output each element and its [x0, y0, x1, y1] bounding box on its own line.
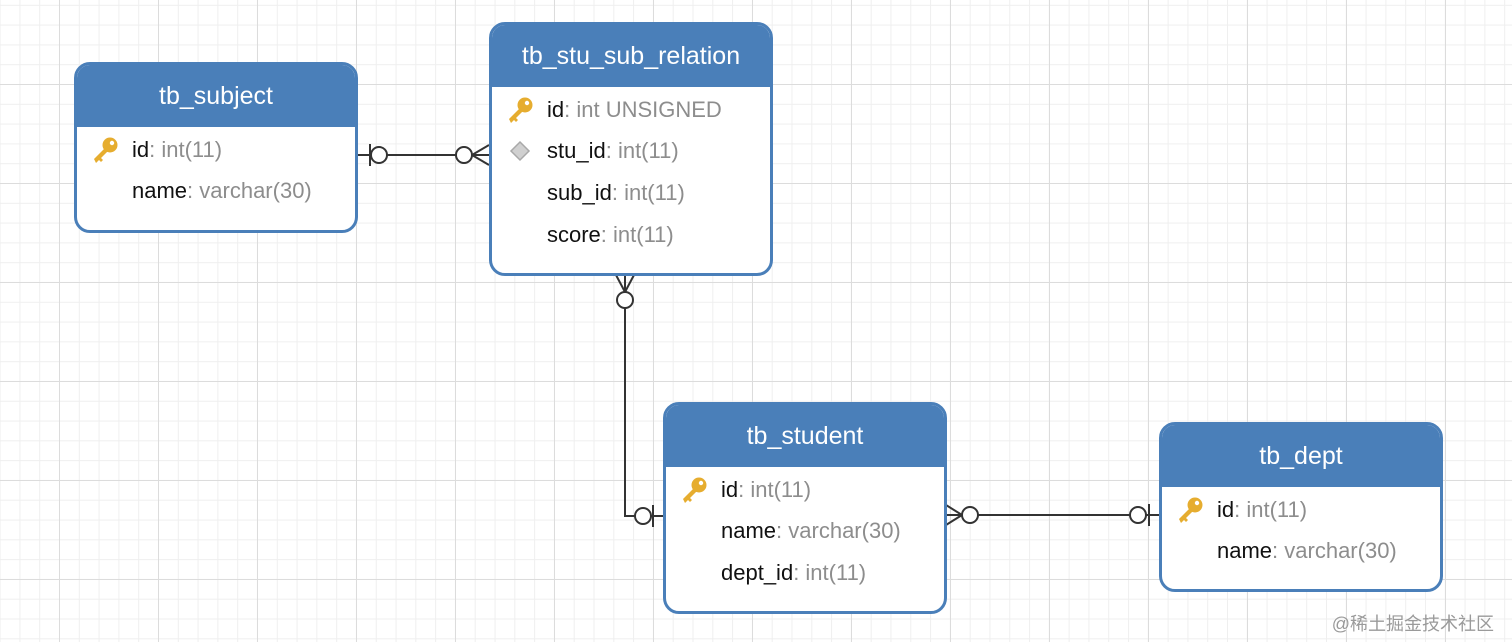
column-row[interactable]: id: int(11)	[1162, 489, 1440, 531]
column-row[interactable]: name: varchar(30)	[1162, 531, 1440, 573]
table-title: tb_dept	[1259, 441, 1343, 470]
column-row[interactable]: name: varchar(30)	[666, 511, 944, 553]
column-type: : int(11)	[1234, 496, 1308, 522]
column-list: id: int(11) name: varchar(30) dept_id: i…	[666, 467, 944, 594]
column-type: : int(11)	[605, 138, 679, 164]
connector-relation-student[interactable]	[615, 274, 663, 527]
table-tb-subject[interactable]: tb_subject id: int(11) name: varchar(30)	[74, 62, 358, 233]
diamond-icon	[492, 140, 547, 162]
connector-subject-relation[interactable]	[358, 144, 490, 166]
column-type: : varchar(30)	[776, 518, 901, 544]
table-header[interactable]: tb_subject	[77, 65, 355, 127]
column-type: : varchar(30)	[187, 178, 312, 204]
column-name: dept_id	[721, 559, 794, 585]
column-type: : int(11)	[793, 559, 867, 585]
key-icon	[1162, 495, 1217, 525]
watermark: @稀土掘金技术社区	[1331, 614, 1494, 634]
column-row[interactable]: dept_id: int(11)	[666, 552, 944, 594]
column-name: name	[132, 178, 188, 204]
table-title: tb_student	[746, 421, 864, 450]
column-row[interactable]: name: varchar(30)	[77, 171, 355, 213]
column-name: id	[132, 136, 150, 162]
column-row[interactable]: sub_id: int(11)	[492, 172, 770, 214]
column-row[interactable]: stu_id: int(11)	[492, 131, 770, 173]
table-tb-student[interactable]: tb_student id: int(11) name: varchar(30)…	[663, 402, 947, 614]
key-icon	[77, 135, 132, 165]
column-name: name	[721, 518, 777, 544]
table-header[interactable]: tb_dept	[1162, 425, 1440, 487]
table-header[interactable]: tb_stu_sub_relation	[492, 25, 770, 87]
column-name: stu_id	[547, 138, 606, 164]
column-type: : varchar(30)	[1272, 538, 1397, 564]
column-name: id	[547, 96, 565, 122]
column-type: : int UNSIGNED	[564, 96, 722, 122]
key-icon	[666, 475, 721, 505]
column-list: id: int(11) name: varchar(30)	[1162, 487, 1440, 572]
column-name: name	[1217, 538, 1273, 564]
column-row[interactable]: id: int(11)	[77, 129, 355, 171]
column-type: : int(11)	[738, 476, 812, 502]
column-row[interactable]: id: int UNSIGNED	[492, 89, 770, 131]
column-name: sub_id	[547, 179, 612, 205]
table-tb-dept[interactable]: tb_dept id: int(11) name: varchar(30)	[1159, 422, 1443, 592]
column-list: id: int UNSIGNED stu_id: int(11) sub_id:…	[492, 87, 770, 255]
column-name: id	[721, 476, 739, 502]
table-tb-stu-sub-relation[interactable]: tb_stu_sub_relation id: int UNSIGNED stu…	[489, 22, 773, 276]
table-title: tb_stu_sub_relation	[521, 41, 741, 70]
column-row[interactable]: id: int(11)	[666, 469, 944, 511]
column-type: : int(11)	[149, 136, 223, 162]
column-name: id	[1217, 496, 1235, 522]
table-title: tb_subject	[159, 81, 273, 110]
column-name: score	[547, 221, 601, 247]
column-type: : int(11)	[611, 179, 685, 205]
connector-student-dept[interactable]	[945, 504, 1159, 526]
column-list: id: int(11) name: varchar(30)	[77, 127, 355, 212]
column-type: : int(11)	[600, 221, 674, 247]
key-icon	[492, 95, 547, 125]
column-row[interactable]: score: int(11)	[492, 214, 770, 256]
table-header[interactable]: tb_student	[666, 405, 944, 467]
